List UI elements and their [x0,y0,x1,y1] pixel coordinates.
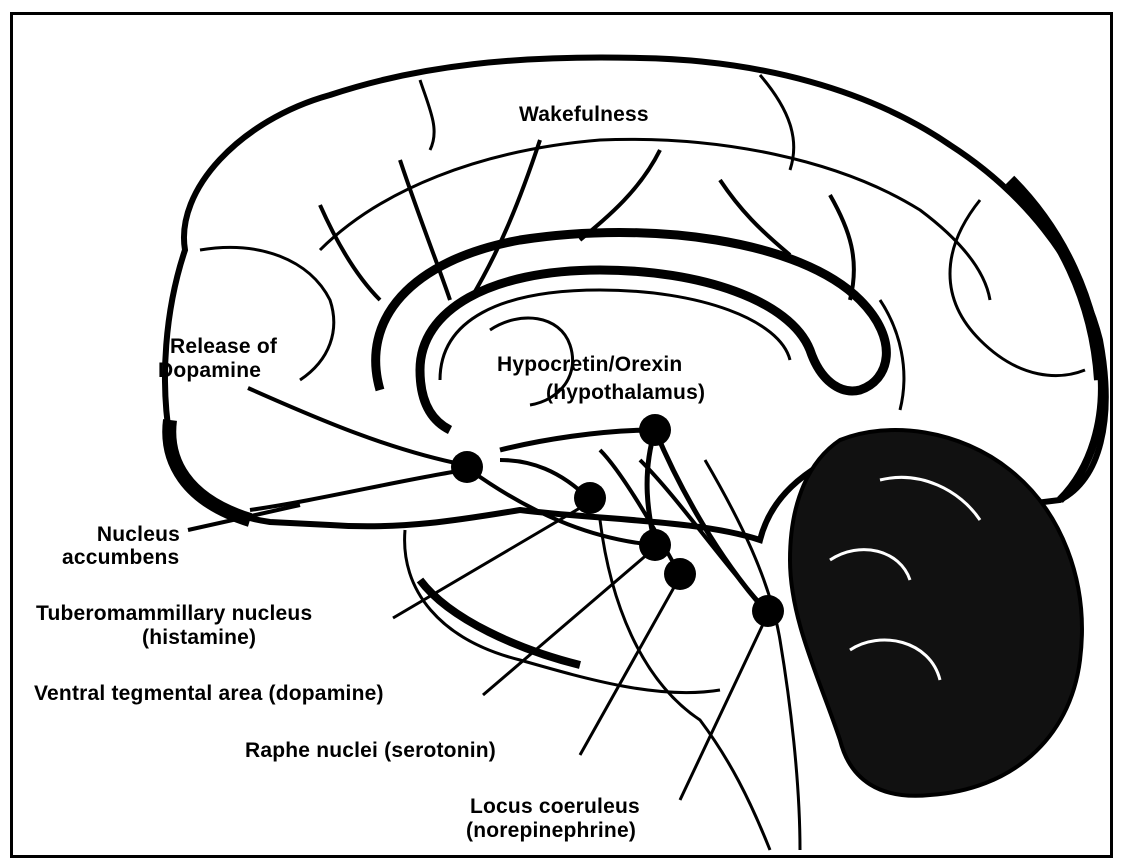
locus-coeruleus-dot [752,595,784,627]
pathway-accumbens [250,470,465,510]
label-accumbens: accumbens [62,547,179,569]
fiber-wake-2 [580,150,660,240]
label-locus-coeruleus: Locus coeruleus [470,796,640,818]
label-histamine: (histamine) [142,627,256,649]
sulcus-1 [420,80,434,150]
pathway-hypocretin-main [500,430,655,450]
sulcus-3 [950,200,1085,376]
label-raphe-nuclei: Raphe nuclei (serotonin) [245,740,496,762]
brainstem-outline [705,460,800,850]
label-nucleus: Nucleus [60,524,180,546]
label-dopamine: Dopamine [158,360,261,382]
label-ventral-tegmental-area: Ventral tegmental area (dopamine) [34,683,384,705]
hypocretin-dot [639,414,671,446]
label-tuberomammillary: Tuberomammillary nucleus [36,603,312,625]
occipital-rim [1060,360,1102,500]
label-hypocretin: Hypocretin/Orexin [497,354,682,376]
label-release-of: Release of [170,336,277,358]
label-norepinephrine: (norepinephrine) [466,820,636,842]
fiber-wake-5 [320,205,380,300]
label-hypothalamus: (hypothalamus) [546,382,705,404]
cortex-rim-shading [169,420,250,520]
pathway-raphe [600,450,680,575]
leader-accumbens [188,505,300,530]
raphe-dot [664,558,696,590]
leader-lc [680,620,765,800]
nucleus-accumbens-dot [451,451,483,483]
label-wakefulness: Wakefulness [519,104,649,126]
leader-raphe [580,582,677,755]
pathway-vta [470,470,655,545]
pathway-dopamine-release [248,388,465,465]
